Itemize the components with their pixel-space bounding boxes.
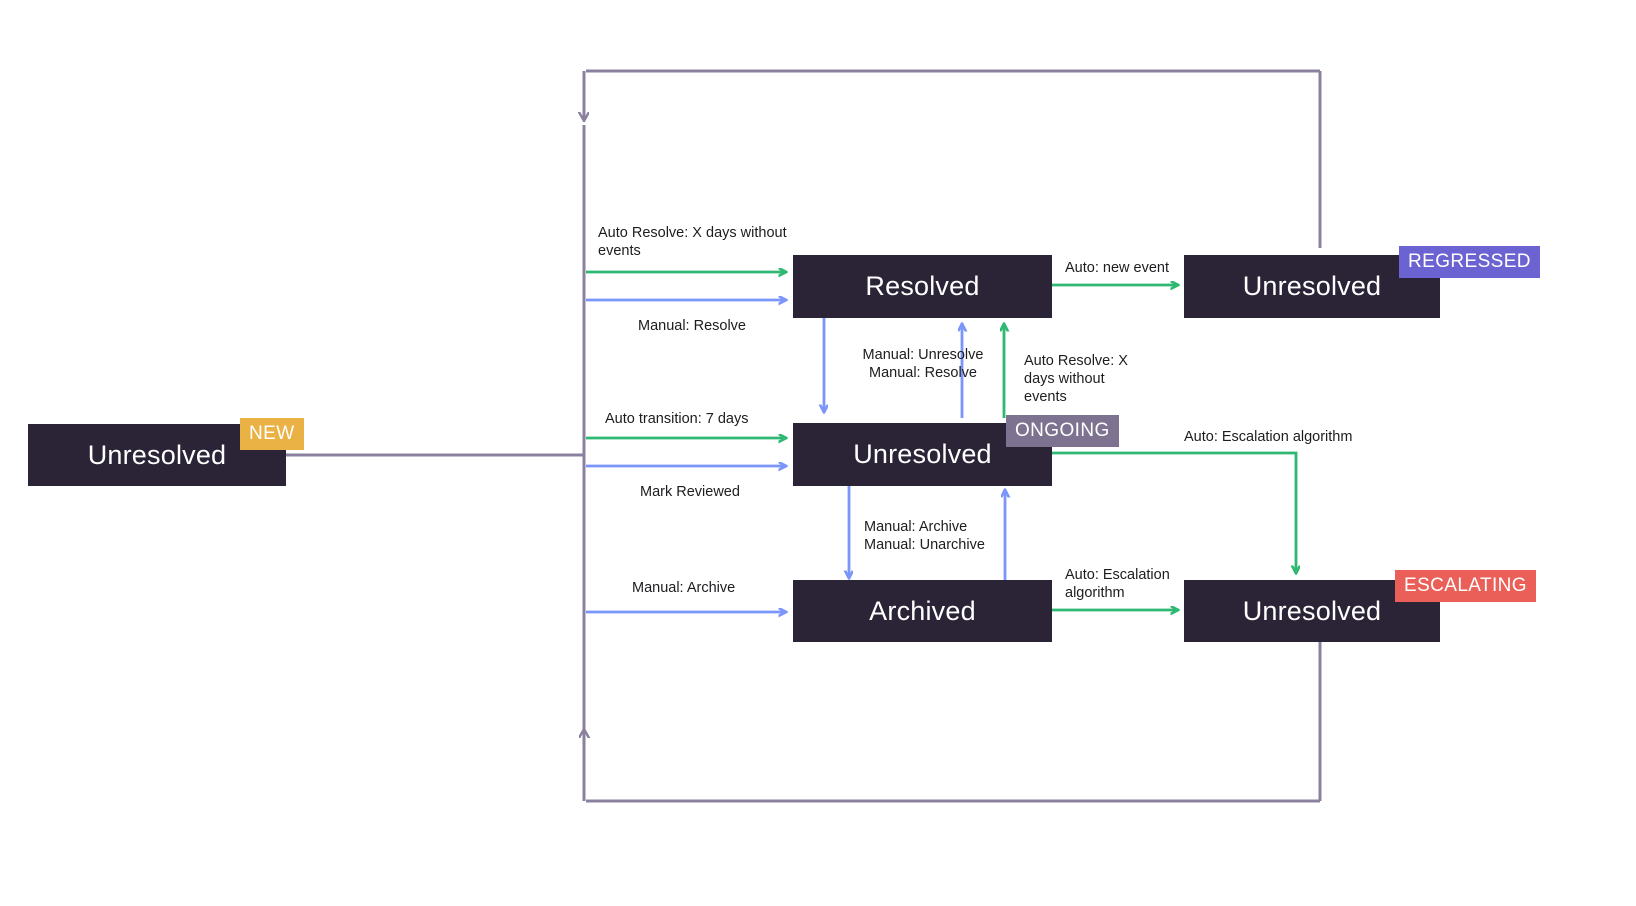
edge-label-auto-resolve-mid: Auto Resolve: X days without events — [1024, 353, 1128, 406]
badge-label: NEW — [249, 423, 295, 444]
edge-label-auto-escalation-top: Auto: Escalation algorithm — [1184, 429, 1353, 445]
node-label: Unresolved — [1242, 271, 1382, 301]
edge-label-manual-archive-mid: Manual: Archive Manual: Unarchive — [864, 519, 985, 554]
node-regressed-unresolved[interactable]: Unresolved — [1184, 255, 1440, 318]
badge-label: ESCALATING — [1404, 575, 1527, 596]
badge-label: ONGOING — [1015, 420, 1110, 441]
status-badge-escalating: ESCALATING — [1395, 570, 1536, 602]
status-badge-new: NEW — [240, 418, 304, 450]
edge-label-auto-new-event: Auto: new event — [1065, 260, 1169, 276]
wire-auto-escalation-top — [1052, 451, 1296, 573]
node-label: Unresolved — [87, 439, 227, 470]
node-label: Archived — [869, 595, 976, 626]
node-label: Resolved — [865, 271, 980, 301]
node-label: Unresolved — [1242, 595, 1382, 626]
edge-label-manual-unresolve: Manual: Unresolve Manual: Resolve — [862, 347, 984, 382]
badge-label: REGRESSED — [1408, 251, 1531, 272]
node-resolved[interactable]: Resolved — [793, 255, 1052, 318]
edge-label-manual-resolve: Manual: Resolve — [638, 318, 746, 334]
node-archived[interactable]: Archived — [793, 580, 1052, 642]
node-label: Unresolved — [853, 439, 992, 469]
edge-label-auto-resolve-top: Auto Resolve: X days without events — [598, 225, 787, 260]
edge-label-mark-reviewed: Mark Reviewed — [640, 484, 740, 500]
edge-label-auto-transition: Auto transition: 7 days — [605, 411, 749, 427]
edge-label-auto-escalation-bottom: Auto: Escalation algorithm — [1065, 567, 1170, 602]
status-badge-ongoing: ONGOING — [1006, 415, 1119, 447]
edge-label-manual-archive-left: Manual: Archive — [632, 580, 736, 596]
status-badge-regressed: REGRESSED — [1399, 246, 1540, 278]
